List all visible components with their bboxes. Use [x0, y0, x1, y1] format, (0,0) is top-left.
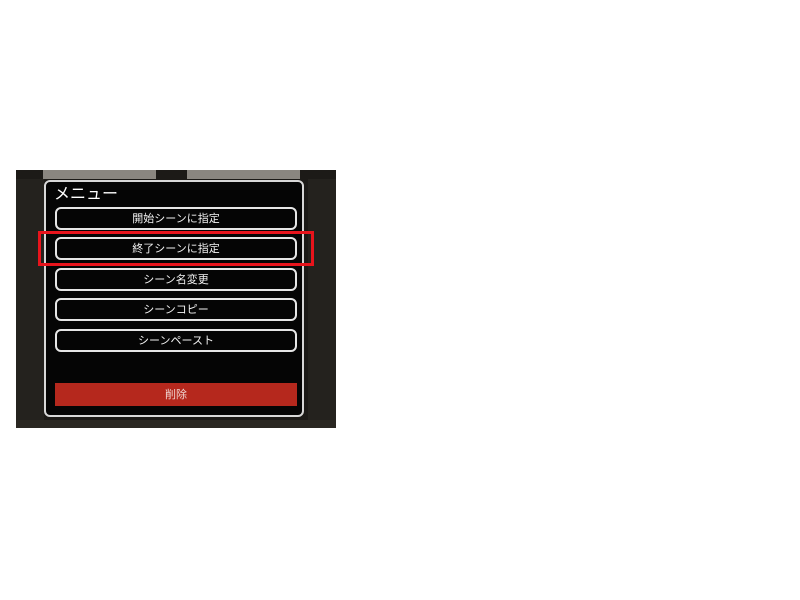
- set-start-scene-button[interactable]: 開始シーンに指定: [55, 207, 297, 230]
- menu-dialog: メニュー 開始シーンに指定 終了シーンに指定 シーン名変更 シーンコピー シーン…: [44, 180, 304, 417]
- rename-scene-button[interactable]: シーン名変更: [55, 268, 297, 291]
- background-edge-right: [308, 179, 336, 428]
- background-tab-left: [43, 170, 156, 179]
- background-tab-right: [187, 170, 300, 179]
- paste-scene-button[interactable]: シーンペースト: [55, 329, 297, 352]
- delete-button[interactable]: 削除: [55, 383, 297, 406]
- set-end-scene-button[interactable]: 終了シーンに指定: [55, 237, 297, 260]
- menu-title: メニュー: [54, 184, 119, 203]
- app-screen: メニュー 開始シーンに指定 終了シーンに指定 シーン名変更 シーンコピー シーン…: [16, 170, 336, 428]
- background-edge-left: [16, 179, 44, 428]
- copy-scene-button[interactable]: シーンコピー: [55, 298, 297, 321]
- background-bottom-strip: [16, 420, 336, 428]
